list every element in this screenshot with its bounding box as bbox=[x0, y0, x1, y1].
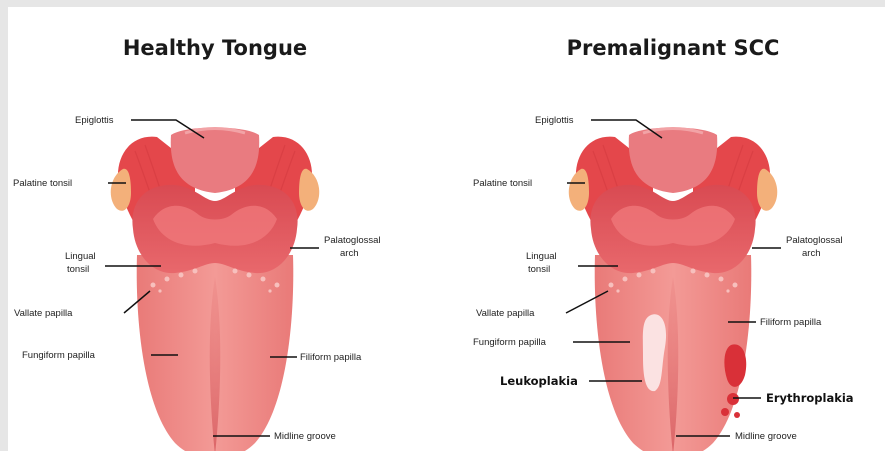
label-palatine-tonsil: Palatine tonsil bbox=[473, 178, 532, 189]
panel-title: Premalignant SCC bbox=[567, 36, 780, 60]
panel-healthy-tongue: Healthy Tongue Epiglottis Palatine tonsi… bbox=[13, 36, 381, 451]
label-midline-groove: Midline groove bbox=[274, 431, 336, 442]
label-leukoplakia: Leukoplakia bbox=[500, 374, 578, 388]
label-palatoglossal-arch-line1: Palatoglossal bbox=[786, 235, 843, 246]
tongue-illustration bbox=[569, 128, 778, 451]
label-lingual-tonsil-line1: Lingual bbox=[65, 251, 96, 262]
label-epiglottis: Epiglottis bbox=[535, 115, 574, 126]
label-filiform-papilla: Filiform papilla bbox=[300, 352, 362, 363]
label-lingual-tonsil-line2: tonsil bbox=[67, 264, 89, 275]
label-palatoglossal-arch-line2: arch bbox=[802, 248, 820, 259]
panel-premalignant-scc: Premalignant SCC Epiglotti bbox=[473, 36, 854, 451]
label-lingual-tonsil-line1: Lingual bbox=[526, 251, 557, 262]
label-epiglottis: Epiglottis bbox=[75, 115, 114, 126]
label-vallate-papilla: Vallate papilla bbox=[14, 308, 73, 319]
label-palatoglossal-arch-line1: Palatoglossal bbox=[324, 235, 381, 246]
label-vallate-papilla: Vallate papilla bbox=[476, 308, 535, 319]
panel-title: Healthy Tongue bbox=[123, 36, 307, 60]
label-lingual-tonsil-line2: tonsil bbox=[528, 264, 550, 275]
label-fungiform-papilla: Fungiform papilla bbox=[473, 337, 547, 348]
label-erythroplakia: Erythroplakia bbox=[766, 391, 854, 405]
label-palatine-tonsil: Palatine tonsil bbox=[13, 178, 72, 189]
label-filiform-papilla: Filiform papilla bbox=[760, 317, 822, 328]
label-midline-groove: Midline groove bbox=[735, 431, 797, 442]
label-palatoglossal-arch-line2: arch bbox=[340, 248, 358, 259]
tongue-illustration bbox=[111, 128, 320, 451]
diagram-canvas: Healthy Tongue Epiglottis Palatine tonsi… bbox=[8, 7, 885, 451]
label-fungiform-papilla: Fungiform papilla bbox=[22, 350, 96, 361]
